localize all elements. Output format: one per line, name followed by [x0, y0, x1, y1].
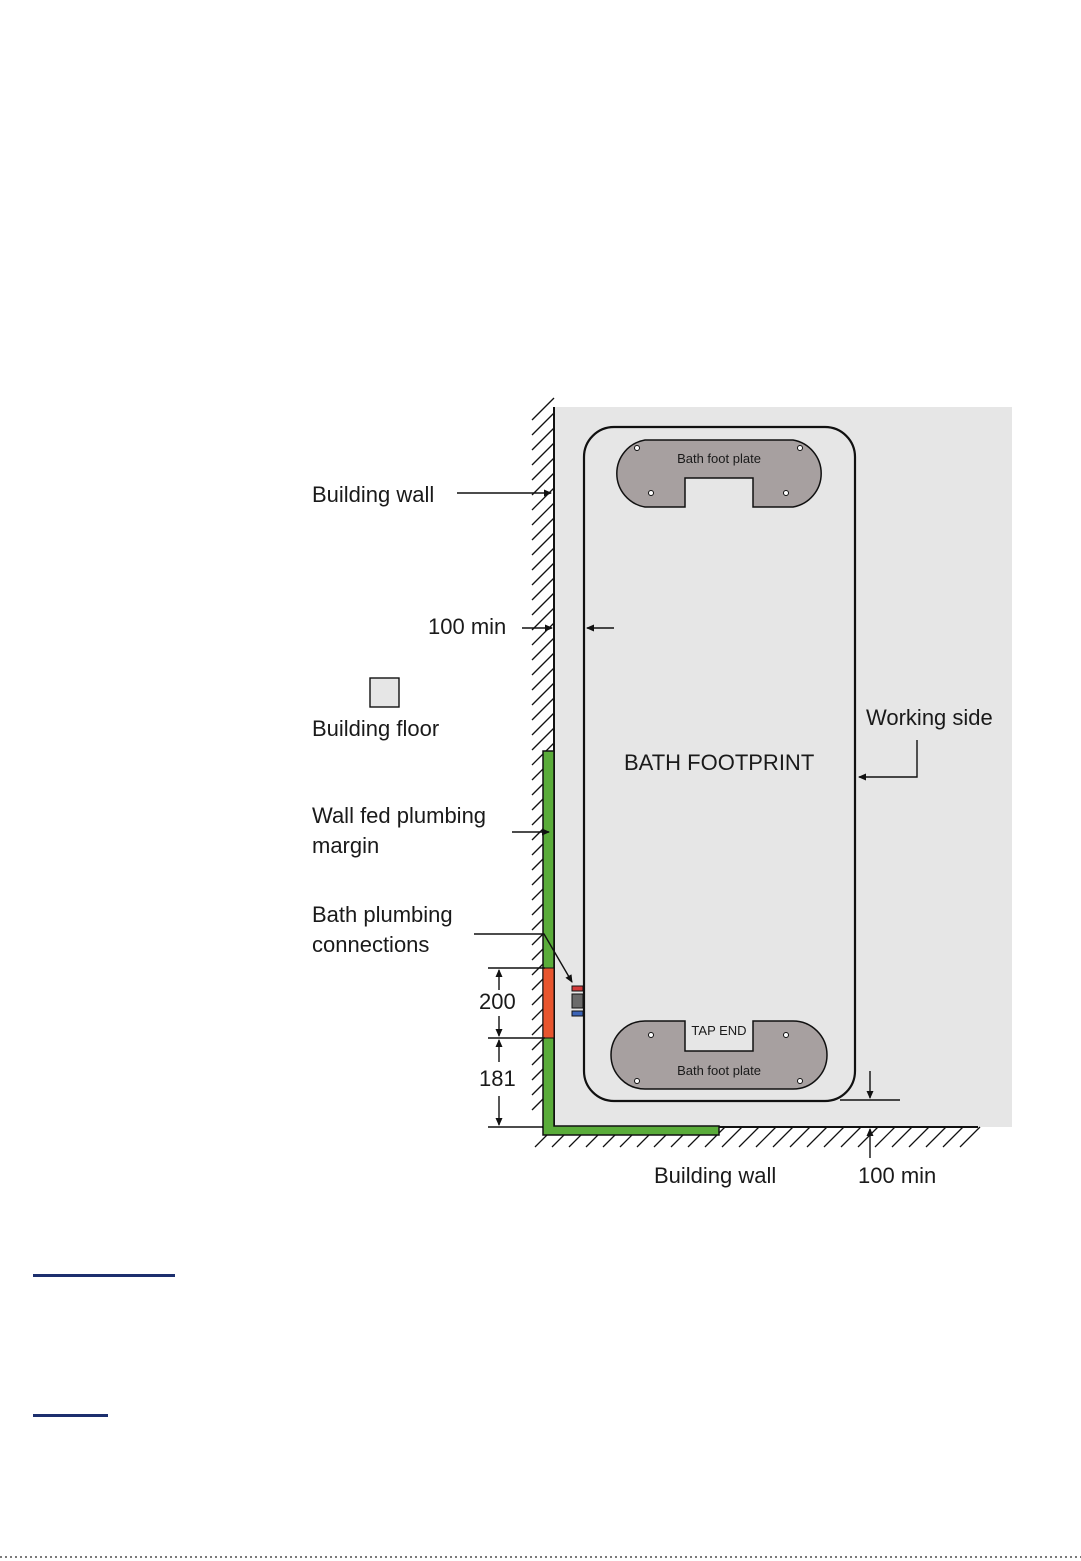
legend-floor-swatch [370, 678, 399, 707]
label-dim-200: 200 [479, 989, 516, 1014]
link-underline-2[interactable] [33, 1414, 108, 1417]
label-foot-plate-top: Bath foot plate [677, 451, 761, 466]
label-min-clearance-bottom: 100 min [858, 1163, 936, 1188]
label-working-side: Working side [866, 705, 993, 730]
label-tap-end: TAP END [691, 1023, 746, 1038]
link-underline-1[interactable] [33, 1274, 175, 1277]
label-plumbing-connections-1: Bath plumbing [312, 902, 453, 927]
label-bath-footprint: BATH FOOTPRINT [624, 750, 814, 775]
label-building-wall-bottom: Building wall [654, 1163, 776, 1188]
footer-dotted-rule [0, 1556, 1081, 1558]
hot-pipe-connection [572, 986, 583, 991]
plumbing-connection-zone [543, 968, 554, 1038]
label-building-wall-left: Building wall [312, 482, 434, 507]
label-min-clearance-side: 100 min [428, 614, 506, 639]
label-plumbing-margin-2: margin [312, 833, 379, 858]
cold-pipe-connection [572, 1011, 583, 1016]
label-plumbing-margin-1: Wall fed plumbing [312, 803, 486, 828]
label-plumbing-connections-2: connections [312, 932, 429, 957]
label-building-floor: Building floor [312, 716, 439, 741]
label-dim-181: 181 [479, 1066, 516, 1091]
waste-pipe-connection [572, 994, 583, 1008]
label-foot-plate-bottom: Bath foot plate [677, 1063, 761, 1078]
